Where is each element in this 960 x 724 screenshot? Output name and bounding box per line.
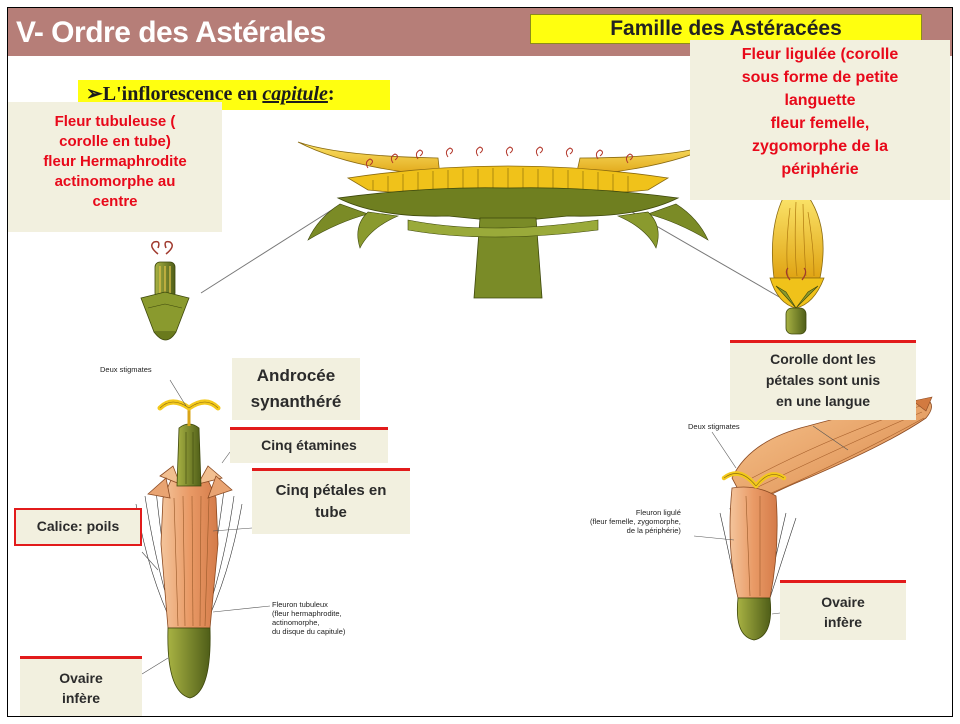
cinq-etamines-box: Cinq étamines [230, 427, 388, 463]
deux-stigmates-left-label: Deux stigmates [100, 365, 152, 374]
corolle-box: Corolle dont les pétales sont unis en un… [730, 340, 916, 420]
ovaire-right-box: Ovaire infère [780, 580, 906, 640]
capitule-section [298, 142, 720, 298]
androcee-box: Androcée synanthéré [232, 358, 360, 420]
fleuron-ligule-label: Fleuron ligulé (fleur femelle, zygomorph… [590, 508, 681, 535]
small-ligulate-floret [770, 196, 824, 334]
tubular-flower-box: Fleur tubuleuse ( corolle en tube) fleur… [8, 102, 222, 232]
deux-stigmates-right-label: Deux stigmates [688, 422, 740, 431]
ligulate-flower-box: Fleur ligulée (corolle sous forme de pet… [690, 40, 950, 200]
ovaire-left-box: Ovaire infère [20, 656, 142, 717]
calice-box: Calice: poils [14, 508, 142, 546]
cinq-petales-box: Cinq pétales en tube [252, 468, 410, 534]
fleuron-tubuleux-label: Fleuron tubuleux (fleur hermaphrodite, a… [272, 600, 345, 636]
small-tubular-floret [141, 242, 189, 340]
slide: V- Ordre des Astérales Famille des Astér… [7, 7, 953, 717]
